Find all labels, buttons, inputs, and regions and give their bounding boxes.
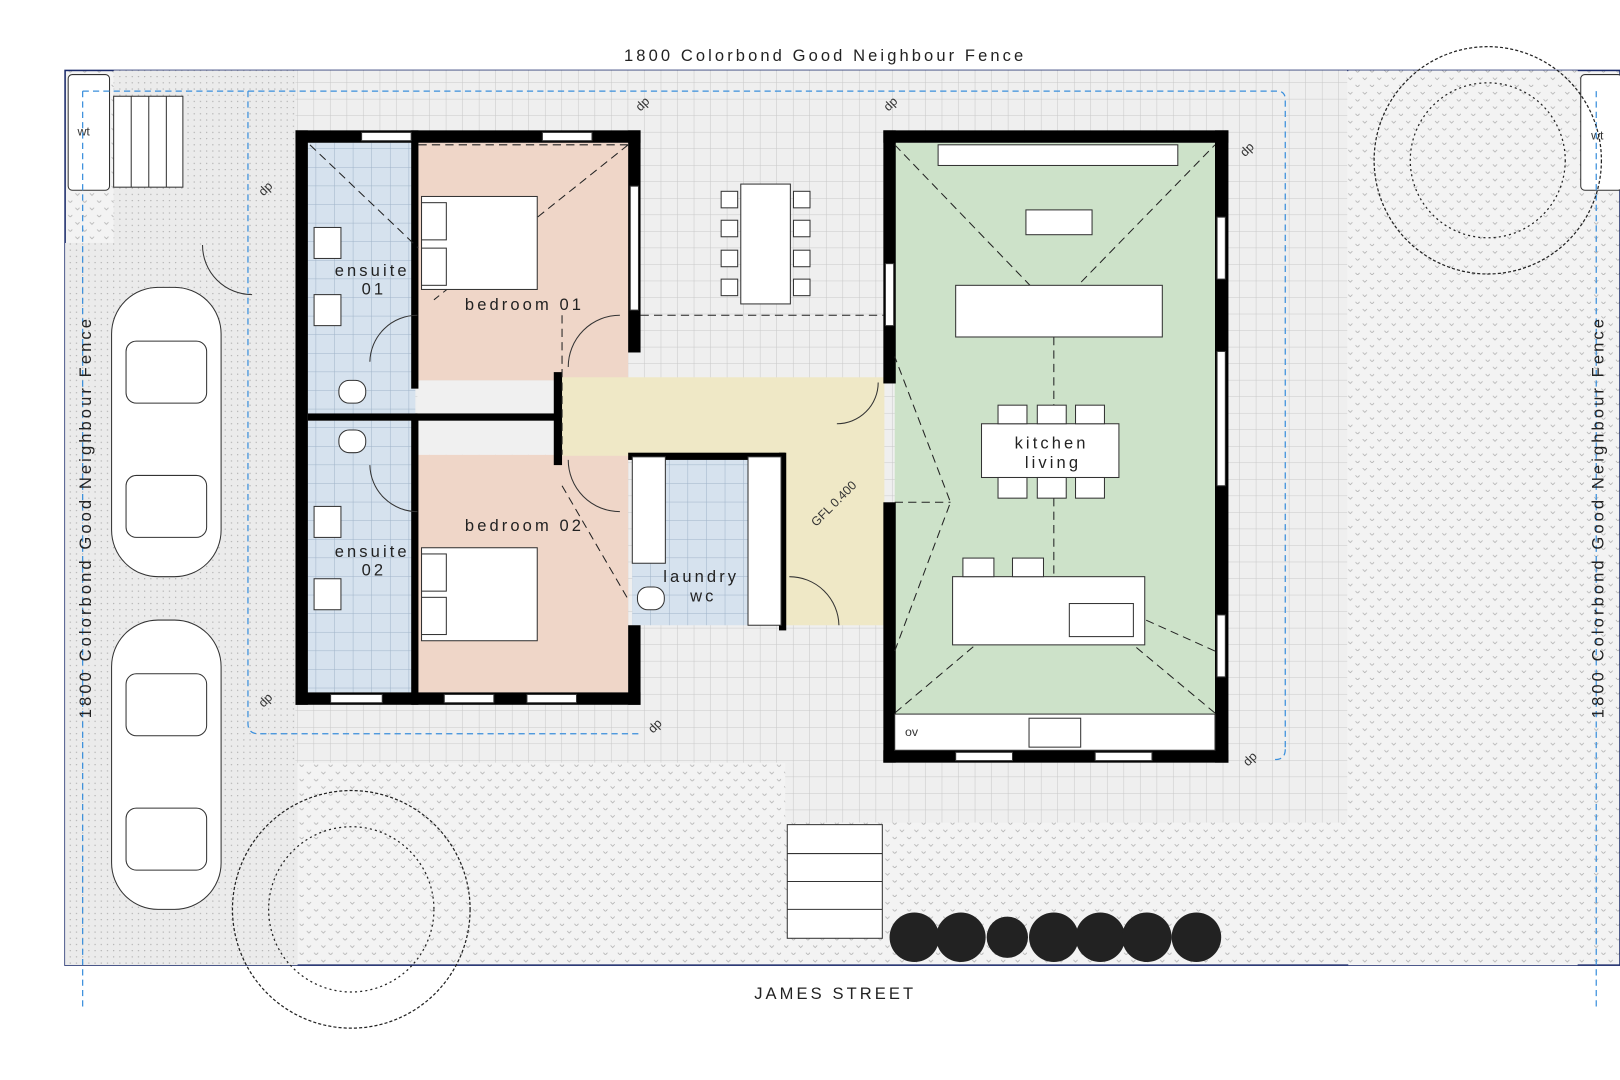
doors <box>201 245 879 626</box>
hallway <box>557 377 885 456</box>
fence-top-label: 1800 Colorbond Good Neighbour Fence <box>624 46 1026 65</box>
entry <box>785 454 885 626</box>
kitchen-label: kitchen <box>1015 434 1089 453</box>
water-tank-right-label: wt <box>1590 129 1604 143</box>
car-icon <box>111 286 222 910</box>
bedroom-01-label: bedroom 01 <box>465 295 584 314</box>
side-path <box>1348 70 1578 966</box>
water-tank-left <box>67 74 111 191</box>
windows <box>330 131 1226 762</box>
laundry-label: laundry <box>663 567 739 586</box>
steps-rear <box>113 95 184 188</box>
water-tank-right <box>1580 74 1620 191</box>
shrub-icons <box>889 912 1222 963</box>
fence-left-label: 1800 Colorbond Good Neighbour Fence <box>76 316 95 718</box>
ensuite-01-label: ensuite <box>335 261 410 280</box>
ensuite-02-number: 02 <box>362 561 387 580</box>
oven-label: ov <box>905 725 919 739</box>
street-label: JAMES STREET <box>754 984 916 1003</box>
fence-right-label: 1800 Colorbond Good Neighbour Fence <box>1588 316 1607 718</box>
stormwater-lines <box>82 90 1597 1008</box>
ensuite-01-number: 01 <box>362 280 387 299</box>
bedroom-02-label: bedroom 02 <box>465 516 584 535</box>
paving-front <box>785 762 1348 823</box>
living-label: living <box>1025 453 1081 472</box>
tree-icon <box>231 46 1603 1029</box>
wc-label: wc <box>689 586 716 605</box>
furniture <box>313 144 1216 939</box>
water-tank-left-label: wt <box>76 125 90 139</box>
ensuite-02-label: ensuite <box>335 542 410 561</box>
